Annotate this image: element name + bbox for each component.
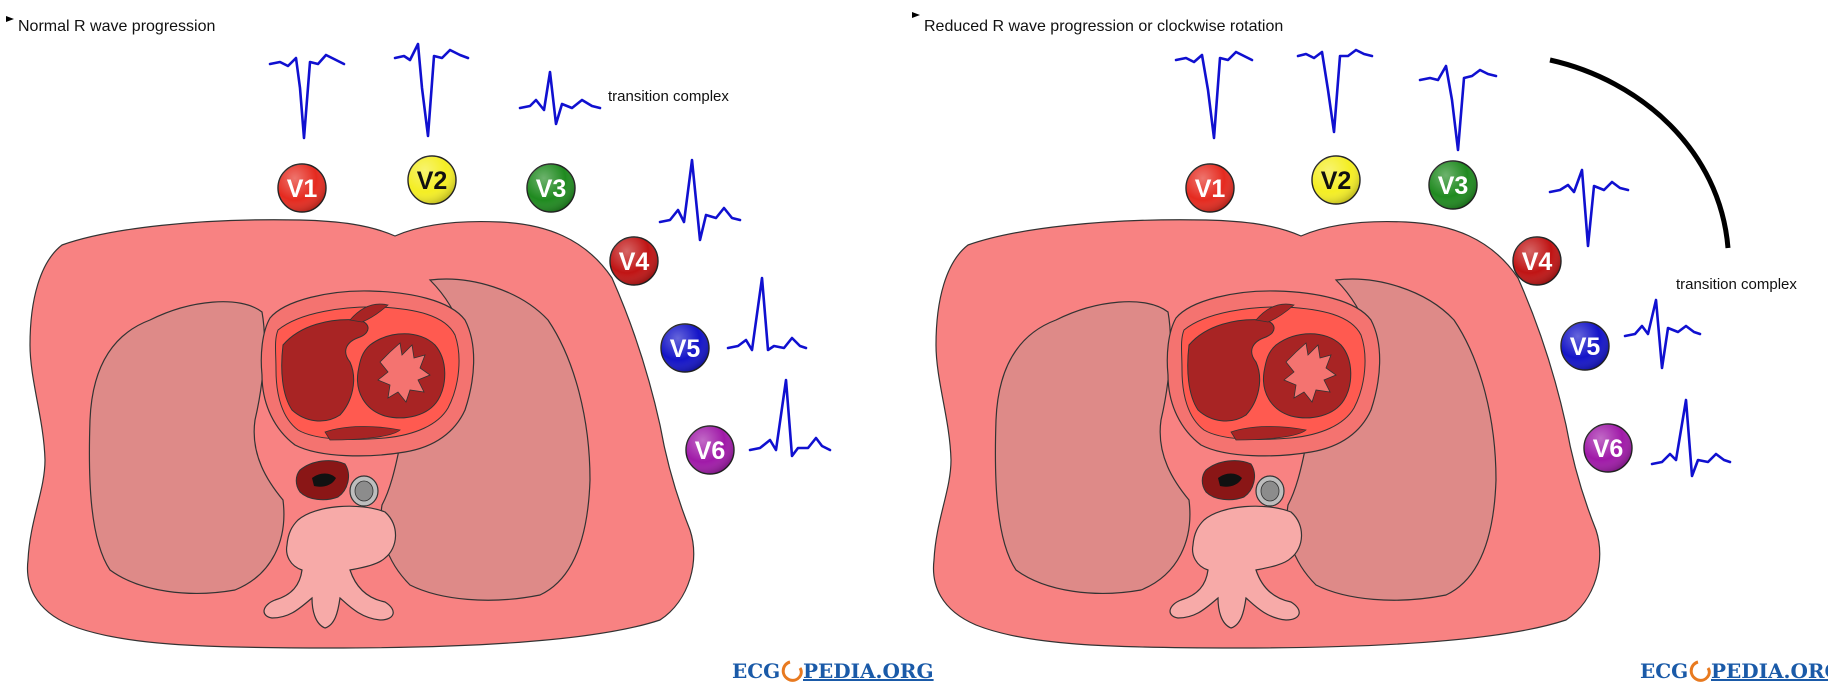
corner-marker <box>6 16 14 22</box>
lead-label: V6 <box>1593 435 1624 463</box>
panel-title: Normal R wave progression <box>18 18 215 35</box>
lead-label: V2 <box>417 167 448 195</box>
ecg-traces <box>268 42 832 458</box>
lead-label: V5 <box>1570 333 1601 361</box>
lead-v2: V2 <box>1311 155 1361 205</box>
ecgpedia-logo: ECG PEDIA.ORG <box>732 659 934 683</box>
panel-title: Reduced R wave progression or clockwise … <box>924 18 1283 35</box>
ecg-v3 <box>1418 64 1498 152</box>
heart-swirl-icon <box>1689 660 1711 682</box>
ecg-v6 <box>748 378 832 458</box>
ecg-v1 <box>1174 50 1254 140</box>
lead-label: V1 <box>1195 175 1226 203</box>
ecg-v2 <box>1296 48 1374 134</box>
ecg-v1 <box>268 53 346 140</box>
lead-v1: V1 <box>1185 163 1235 213</box>
lead-label: V1 <box>287 175 318 203</box>
lead-v4: V4 <box>609 236 659 286</box>
chest-cross-section <box>26 219 695 649</box>
annotation-transition: transition complex <box>1676 276 1797 293</box>
lead-label: V4 <box>619 248 650 276</box>
chest-cross-section <box>932 219 1601 649</box>
lead-v5: V5 <box>660 323 710 373</box>
lead-label: V6 <box>695 437 726 465</box>
lead-v1: V1 <box>277 163 327 213</box>
ecg-v4 <box>658 158 742 242</box>
lead-v3: V3 <box>526 163 576 213</box>
lead-v2: V2 <box>407 155 457 205</box>
logo-left-text: ECG <box>732 659 780 683</box>
lead-label: V4 <box>1522 248 1553 276</box>
heart-swirl-icon <box>781 660 803 682</box>
lead-label: V3 <box>536 175 567 203</box>
lead-label: V3 <box>1438 172 1469 200</box>
lead-v4: V4 <box>1512 236 1562 286</box>
lead-v3: V3 <box>1428 160 1478 210</box>
lead-v5: V5 <box>1560 321 1610 371</box>
logo-right-text: PEDIA.ORG <box>803 659 934 683</box>
rotation-arc <box>1549 57 1731 249</box>
ecg-v4 <box>1548 168 1630 248</box>
ecg-v6 <box>1650 398 1732 478</box>
ecg-v3 <box>518 70 602 126</box>
lead-label: V5 <box>670 335 701 363</box>
logo-left-text: ECG <box>1640 659 1688 683</box>
corner-marker <box>912 12 920 18</box>
ecgpedia-logo: ECG PEDIA.ORG <box>1640 659 1828 683</box>
lead-label: V2 <box>1321 167 1352 195</box>
lead-v6: V6 <box>1583 423 1633 473</box>
annotation-transition: transition complex <box>608 88 729 105</box>
ecg-traces <box>1174 48 1732 478</box>
panel-reduced: Reduced R wave progression or clockwise … <box>912 12 1828 683</box>
lead-v6: V6 <box>685 425 735 475</box>
ecg-v2 <box>393 42 470 138</box>
ecg-v5 <box>726 276 808 352</box>
panel-normal: Normal R wave progression transition com… <box>6 16 934 683</box>
ecg-v5 <box>1623 298 1702 370</box>
logo-right-text: PEDIA.ORG <box>1711 659 1828 683</box>
